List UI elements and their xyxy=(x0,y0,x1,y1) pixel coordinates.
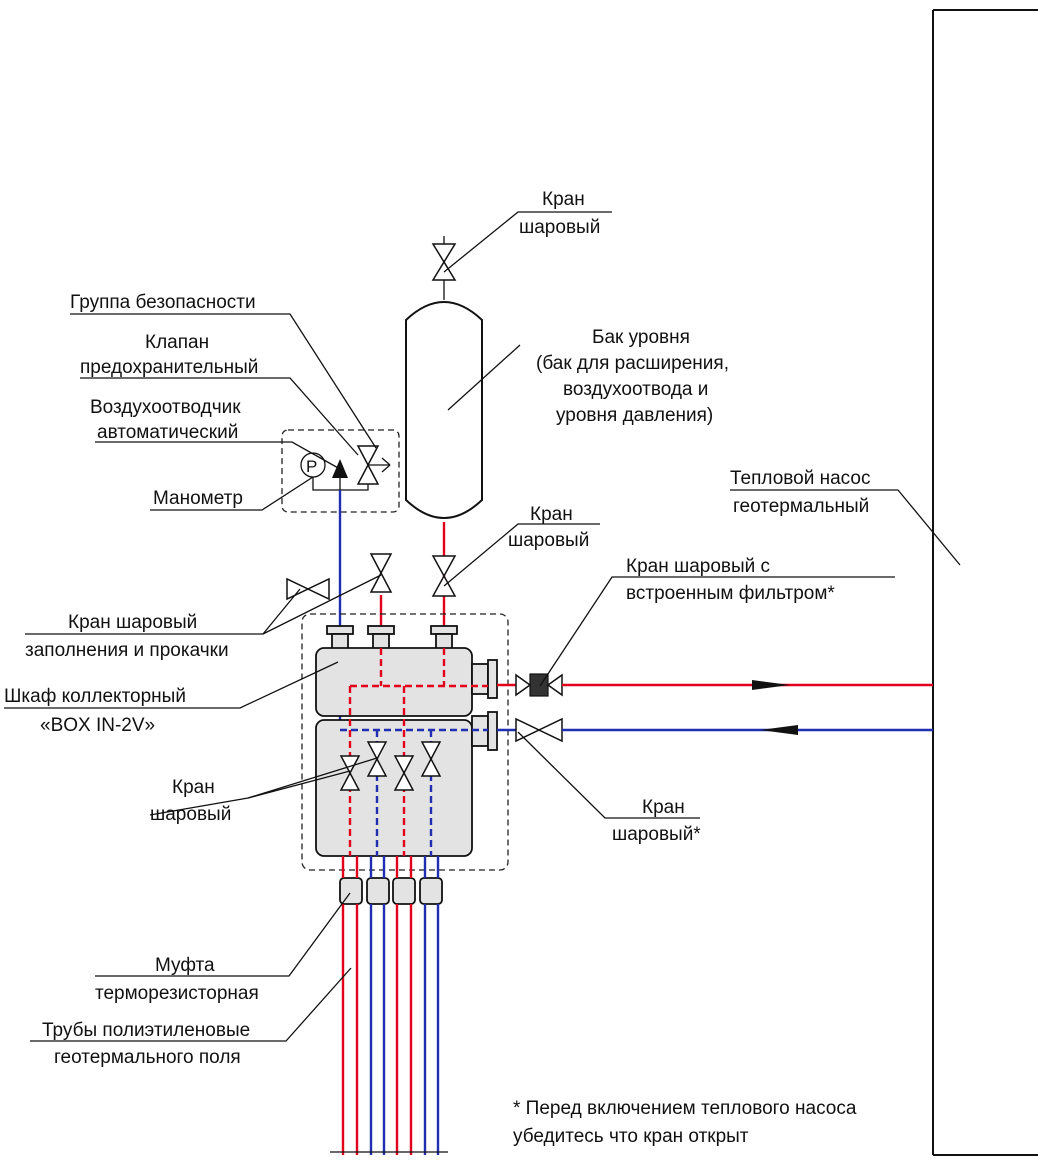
arrow-left-icon xyxy=(760,725,798,735)
footnote: * Перед включением теплового насоса xyxy=(513,1098,857,1119)
label-filter-valve: Кран шаровый с xyxy=(626,556,770,577)
manifold-ball-valves xyxy=(339,741,442,791)
label-manometer: Манометр xyxy=(153,488,243,509)
fill-valve-vertical xyxy=(369,553,393,626)
fill-valve-horizontal xyxy=(286,577,330,601)
label-tank-2: (бак для расширения, xyxy=(536,353,729,374)
label-return-valve: Кран xyxy=(642,797,685,818)
label-heat-pump-2: геотермальный xyxy=(733,496,869,517)
label-air-vent: Воздухоотводчик xyxy=(90,397,241,418)
label-manifold-valves-2: шаровый xyxy=(150,804,231,825)
thermo-couplings xyxy=(339,877,443,905)
label-coupling-2: терморезисторная xyxy=(95,983,259,1004)
label-safety-group: Группа безопасности xyxy=(70,292,256,313)
label-air-vent-2: автоматический xyxy=(97,422,238,443)
filter-ball-valve xyxy=(497,673,563,697)
label-fill-valve: Кран шаровый xyxy=(68,612,197,633)
label-pipes-2: геотермального поля xyxy=(54,1047,241,1068)
heat-pump-lines xyxy=(562,680,933,735)
label-manifold-valves: Кран xyxy=(172,777,215,798)
manifold-internal-piping xyxy=(340,648,488,856)
label-fill-valve-2: заполнения и прокачки xyxy=(25,640,229,661)
label-return-valve-2: шаровый* xyxy=(612,824,701,845)
polyethylene-pipes xyxy=(330,856,448,1155)
label-top-valve: Кран xyxy=(542,189,585,210)
level-tank xyxy=(405,301,483,519)
label-filter-valve-2: встроенным фильтром* xyxy=(626,583,835,604)
manometer-symbol: P xyxy=(306,457,317,476)
label-tank: Бак уровня xyxy=(592,327,690,348)
label-heat-pump: Тепловой насос xyxy=(730,468,870,489)
label-coupling: Муфта xyxy=(155,955,215,976)
label-tank-3: воздухоотвода и xyxy=(563,379,708,400)
label-cabinet: Шкаф коллекторный xyxy=(4,686,186,707)
top-ball-valve xyxy=(431,236,457,300)
collector-cabinet-boundary xyxy=(301,613,509,871)
footnote-2: убедитесь что кран открыт xyxy=(513,1126,749,1147)
label-pipes: Трубы полиэтиленовые xyxy=(42,1020,250,1041)
manifold-body xyxy=(315,647,498,857)
label-relief-valve-2: предохранительный xyxy=(80,357,258,378)
label-mid-valve-2: шаровый xyxy=(508,530,589,551)
label-cabinet-2: «BOX IN-2V» xyxy=(40,715,155,736)
label-mid-valve: Кран xyxy=(530,504,573,525)
arrow-right-icon xyxy=(752,680,790,690)
diagram-labels: Кран шаровый Группа безопасности Клапан … xyxy=(4,189,870,1147)
label-relief-valve: Клапан xyxy=(145,332,209,353)
leader-lines xyxy=(4,211,961,1042)
heat-pump-unit xyxy=(932,9,1038,1156)
label-tank-4: уровня давления) xyxy=(556,405,713,426)
label-top-valve-2: шаровый xyxy=(519,217,600,238)
return-ball-valve xyxy=(497,717,563,743)
manifold-top-nozzles xyxy=(326,625,458,651)
tank-supply-pipe xyxy=(431,522,457,626)
safety-group: P xyxy=(281,429,400,513)
